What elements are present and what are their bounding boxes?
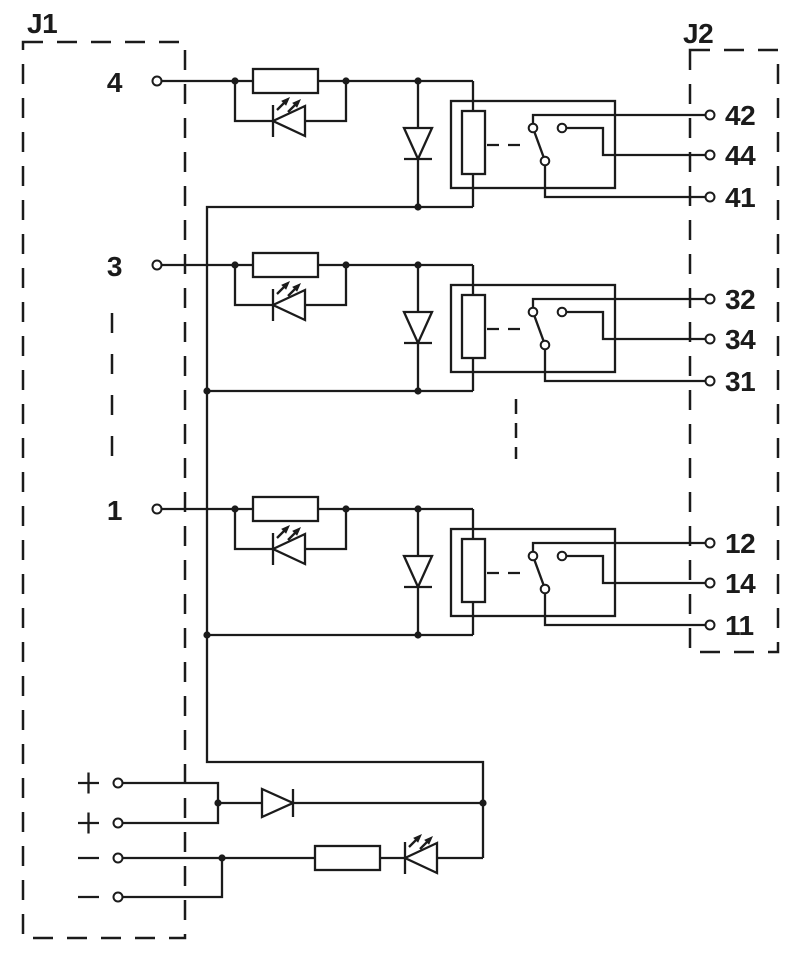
flyback-diode-icon [402, 554, 434, 589]
output-pin-label-no: 44 [725, 140, 756, 171]
series-resistor [251, 67, 320, 95]
series-resistor [251, 495, 320, 523]
status-led-icon [271, 523, 307, 567]
plus-feed-wire [122, 781, 220, 825]
power-section [78, 772, 487, 903]
input-pin-label: 4 [107, 67, 123, 98]
input-pin-label: 3 [107, 251, 122, 282]
j2-connector-outline [688, 48, 780, 654]
flyback-diode-icon [402, 310, 434, 345]
output-pin-label-no: 14 [725, 568, 756, 599]
j1-terminal-circle [151, 503, 163, 515]
flyback-diode-icon [402, 126, 434, 161]
relay-channel-4: 4 42 44 41 [107, 67, 757, 213]
output-pin-label-com: 31 [725, 366, 755, 397]
output-pin-label-no: 34 [725, 324, 756, 355]
relay-coil-and-contact [449, 79, 716, 209]
output-pin-label-nc: 12 [725, 528, 755, 559]
minus-link-wire [122, 858, 224, 899]
junction-dots [231, 77, 422, 211]
common-return-rail [205, 205, 485, 858]
j1-minus-terminal-circle [112, 852, 124, 864]
status-led-icon [271, 279, 307, 323]
output-pin-label-com: 41 [725, 182, 755, 213]
power-led-icon [403, 832, 439, 876]
output-pin-label-nc: 42 [725, 100, 755, 131]
j1-terminal-circle [151, 75, 163, 87]
power-led-resistor [313, 844, 382, 872]
output-pin-label-nc: 32 [725, 284, 755, 315]
input-pin-label: 1 [107, 495, 122, 526]
status-led-icon [271, 95, 307, 139]
j2-connector-label: J2 [683, 18, 713, 49]
output-pin-label-com: 11 [725, 610, 754, 641]
j1-minus-terminal-circle [112, 891, 124, 903]
relay-coil-and-contact [449, 507, 716, 637]
j1-connector-label: J1 [27, 8, 57, 39]
plus-icon [78, 812, 99, 834]
plus-icon [78, 772, 99, 794]
j1-plus-terminal-circle [112, 817, 124, 829]
series-resistor [251, 251, 320, 279]
j1-terminal-circle [151, 259, 163, 271]
junction-dots [214, 799, 487, 862]
relay-coil-and-contact [449, 263, 716, 393]
j1-plus-terminal-circle [112, 777, 124, 789]
reverse-protection-diode-icon [260, 787, 296, 819]
relay-channel-1: 1 12 14 11 [107, 495, 757, 641]
relay-channel-3: 3 32 34 31 [107, 251, 757, 397]
junction-dots [203, 261, 422, 395]
junction-dots [203, 505, 422, 639]
j1-connector-outline [21, 40, 187, 940]
